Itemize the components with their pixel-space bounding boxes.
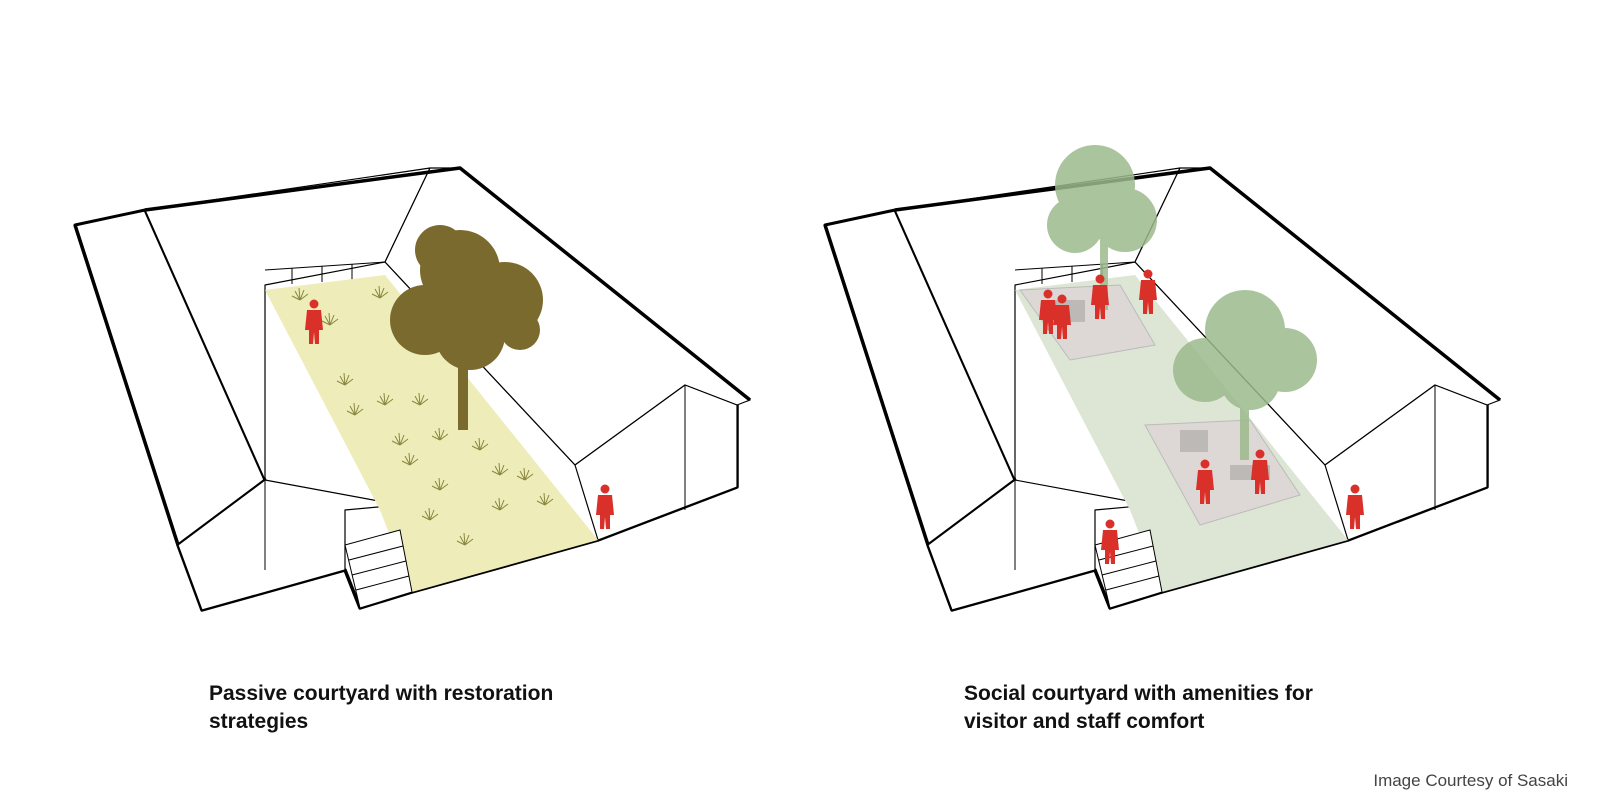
tree — [390, 225, 543, 430]
caption-social-courtyard: Social courtyard with amenities for visi… — [964, 680, 1313, 736]
image-credit: Image Courtesy of Sasaki — [1373, 771, 1568, 790]
caption-line: strategies — [209, 710, 309, 733]
caption-line: Passive courtyard with restoration — [209, 682, 554, 705]
trees — [1047, 145, 1317, 460]
social-courtyard-diagram — [823, 145, 1502, 612]
caption-passive-courtyard: Passive courtyard with restoration strat… — [209, 680, 553, 736]
passive-courtyard-diagram — [73, 166, 752, 612]
caption-line: visitor and staff comfort — [964, 710, 1205, 733]
courtyard-meadow — [265, 275, 598, 592]
caption-line: Social courtyard with amenities for — [964, 682, 1313, 705]
